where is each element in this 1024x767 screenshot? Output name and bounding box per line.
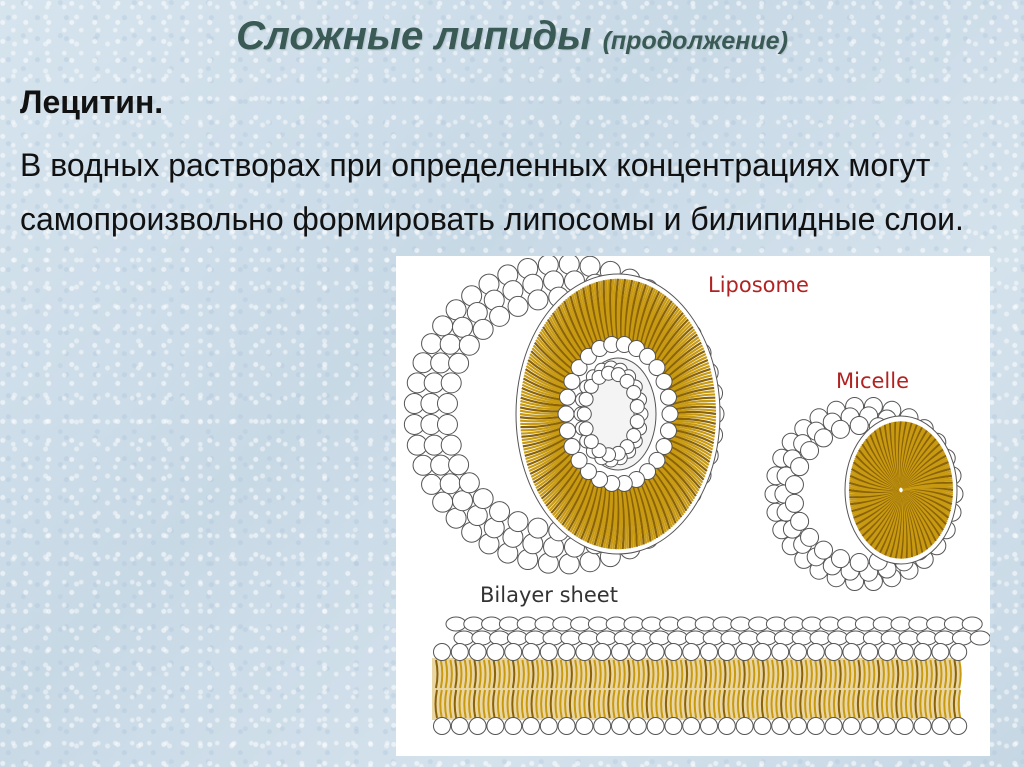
slide-title-sub: (продолжение) — [602, 27, 788, 55]
body-paragraph: В водных растворах при определенных конц… — [20, 147, 964, 237]
lipid-structures-illustration: Liposome Micelle Bilayer sheet — [403, 256, 990, 735]
liposome-illustration — [403, 256, 725, 575]
bilayer-sheet-illustration — [432, 616, 990, 735]
micelle-illustration — [764, 396, 964, 592]
slide-title: Сложные липиды (продолжение) — [0, 14, 1024, 59]
lipid-structures-figure: Liposome Micelle Bilayer sheet — [396, 256, 990, 756]
bilayer-label: Bilayer sheet — [480, 583, 618, 607]
liposome-label: Liposome — [708, 273, 809, 297]
micelle-label: Micelle — [836, 369, 909, 393]
slide-title-main: Сложные липиды — [236, 14, 592, 58]
section-heading: Лецитин. — [20, 84, 164, 120]
